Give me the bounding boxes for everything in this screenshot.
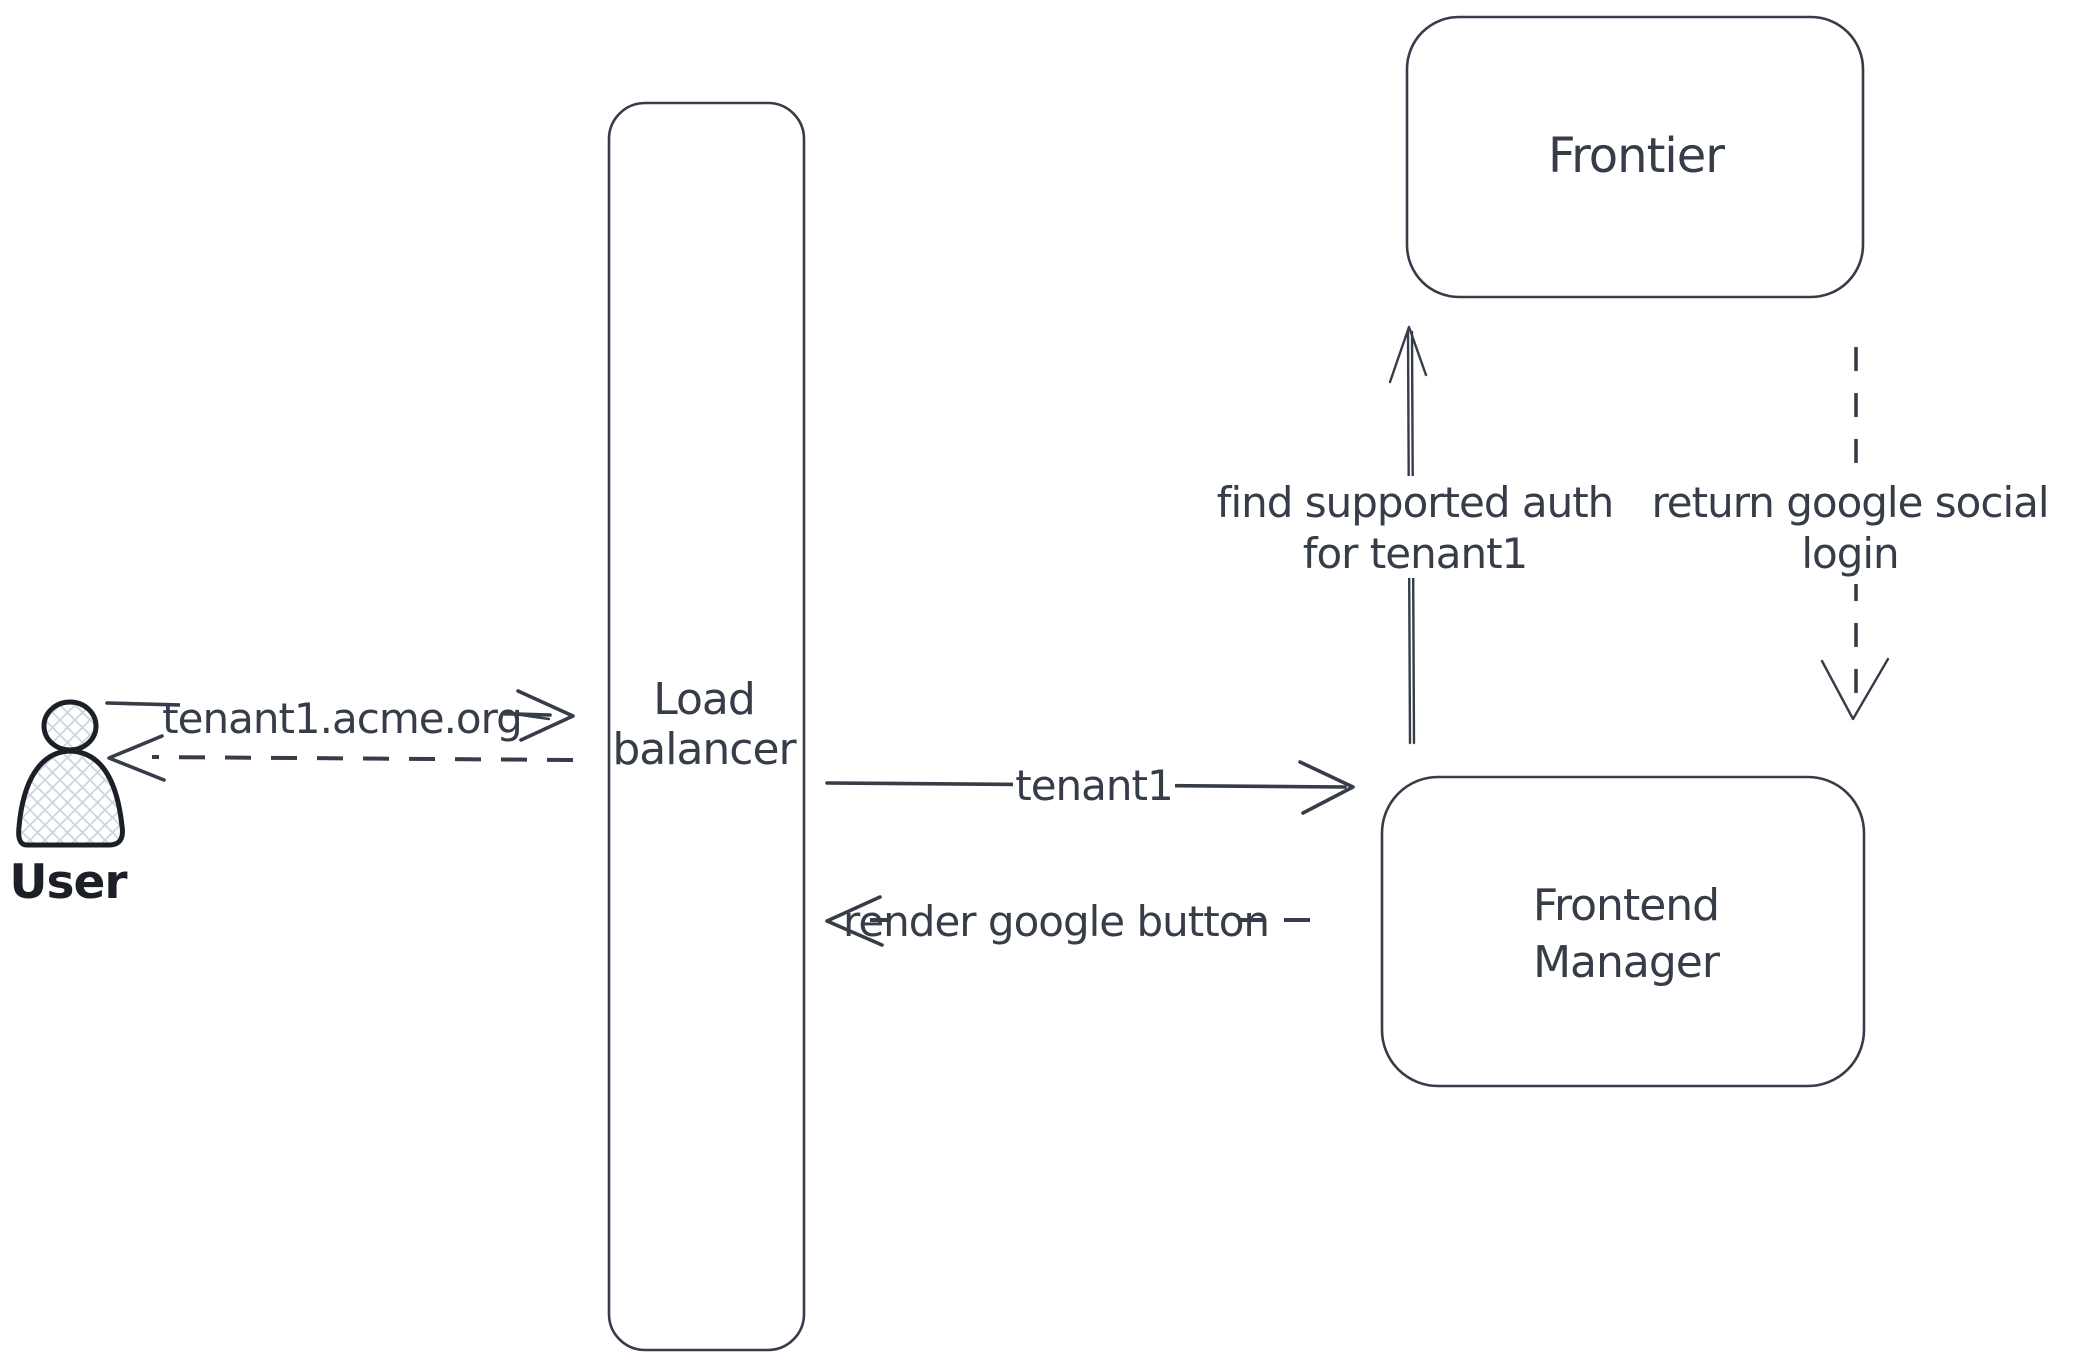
person-icon	[41, 699, 99, 753]
arrowhead-right-icon	[516, 689, 575, 742]
frontend-manager-label-line1: Frontend	[1533, 880, 1719, 931]
arrowhead-down-icon	[1820, 657, 1890, 721]
frontier-node[interactable]: Frontier	[1405, 15, 1865, 299]
arrowhead-up-icon	[1388, 325, 1428, 384]
arrow-label-return-google-line2: login	[1801, 529, 1898, 578]
load-balancer-label-line1: Load	[653, 674, 755, 725]
frontend-manager-node[interactable]: Frontend Manager	[1380, 775, 1866, 1088]
person-body-icon	[16, 748, 125, 848]
arrow-load-balancer-to-frontend-manager[interactable]: tenant1	[825, 758, 1355, 815]
arrow-label-return-google-line1: return google social	[1651, 478, 2048, 527]
label-bg	[888, 888, 1224, 952]
label-bg	[1013, 758, 1175, 806]
load-balancer-node[interactable]: Load balancer	[607, 101, 806, 1352]
user-node[interactable]: User	[9, 699, 129, 910]
arrow-label-find-auth-line1: find supported auth	[1217, 478, 1614, 527]
frontend-manager-label-line2: Manager	[1533, 937, 1721, 988]
arrowhead-right-inner-icon	[498, 710, 551, 721]
user-label: User	[9, 855, 128, 910]
arrow-frontier-to-frontend-manager[interactable]: return google social login	[1651, 347, 2050, 721]
arrow-user-to-load-balancer[interactable]: tenant1.acme.org	[105, 686, 575, 744]
arrowhead-left-icon	[825, 895, 884, 947]
arrow-label-find-auth-line2: for tenant1	[1303, 529, 1528, 578]
arrow-frontend-manager-to-load-balancer[interactable]: render google button	[825, 888, 1310, 952]
arrow-label-tenant1-acme-org: tenant1.acme.org	[162, 694, 522, 743]
label-bg	[1212, 476, 1618, 578]
arrow-load-balancer-to-user[interactable]	[107, 734, 574, 782]
label-bg	[180, 686, 504, 744]
arrow-frontend-manager-to-frontier[interactable]: find supported auth for tenant1	[1212, 325, 1618, 745]
frontier-label: Frontier	[1548, 128, 1725, 184]
arrow-label-render-google-button: render google button	[843, 897, 1269, 946]
arrowhead-left-icon	[107, 734, 166, 782]
arrow-label-tenant1: tenant1	[1015, 761, 1172, 810]
label-bg	[1652, 476, 2050, 584]
arrowhead-right-icon	[1298, 760, 1355, 815]
load-balancer-label-line2: balancer	[612, 724, 797, 775]
